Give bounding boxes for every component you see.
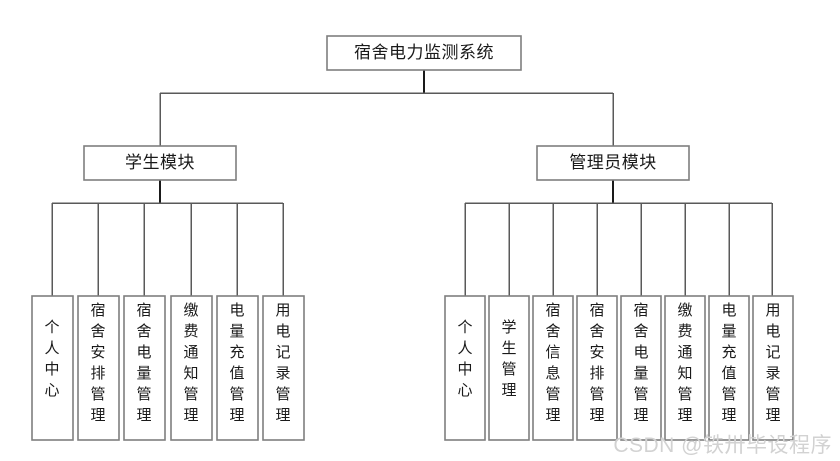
leaf-student-dorm-power[interactable]: 宿舍电量管理 — [123, 295, 166, 441]
node-root-box — [326, 35, 522, 71]
connector-group-student — [51, 180, 284, 296]
leaf-box — [444, 295, 486, 441]
leaf-label: 宿舍安排管理 — [589, 302, 604, 424]
node-root-label: 宿舍电力监测系统 — [354, 43, 494, 62]
connector-group-admin — [464, 180, 773, 296]
leaf-label: 用电记录管理 — [275, 303, 290, 424]
leaf-group-admin: 个人中心 学生管理 宿舍信息管理 宿舍安排管理 宿舍电量管理 缴费通知管理 — [444, 295, 794, 441]
leaf-box — [123, 295, 166, 441]
leaf-group-student: 个人中心 宿舍安排管理 宿舍电量管理 缴费通知管理 电量充值管理 用电记录管理 — [31, 295, 305, 441]
csdn-watermark: CSDN @铁卅毕设程序 — [613, 434, 832, 457]
node-admin-module-box — [536, 145, 690, 181]
leaf-student-personal-center[interactable]: 个人中心 — [31, 295, 74, 441]
leaf-admin-power-record[interactable]: 用电记录管理 — [752, 295, 794, 441]
leaf-label: 用电记录管理 — [765, 303, 780, 424]
leaf-box — [620, 295, 662, 441]
node-admin-module[interactable]: 管理员模块 — [536, 145, 690, 181]
leaf-label: 个人中心 — [44, 319, 59, 399]
leaf-label: 宿舍安排管理 — [90, 302, 105, 424]
node-student-module-label: 学生模块 — [125, 153, 195, 172]
leaf-label: 宿舍电量管理 — [633, 302, 648, 424]
leaf-box — [664, 295, 706, 441]
leaf-label: 电量充值管理 — [721, 302, 736, 424]
leaf-box — [31, 295, 74, 441]
leaf-admin-personal-center[interactable]: 个人中心 — [444, 295, 486, 441]
node-student-module-box — [83, 145, 237, 181]
leaf-box — [708, 295, 750, 441]
leaf-admin-dorm-power[interactable]: 宿舍电量管理 — [620, 295, 662, 441]
leaf-box — [532, 295, 574, 441]
leaf-box — [77, 295, 120, 441]
leaf-admin-power-recharge[interactable]: 电量充值管理 — [708, 295, 750, 441]
leaf-label: 学生管理 — [501, 319, 516, 399]
node-student-module[interactable]: 学生模块 — [83, 145, 237, 181]
leaf-student-dorm-arrange[interactable]: 宿舍安排管理 — [77, 295, 120, 441]
leaf-admin-dorm-info[interactable]: 宿舍信息管理 — [532, 295, 574, 441]
leaf-label: 电量充值管理 — [229, 302, 244, 424]
node-root[interactable]: 宿舍电力监测系统 — [326, 35, 522, 71]
leaf-label: 宿舍电量管理 — [136, 302, 151, 424]
leaf-box — [752, 295, 794, 441]
leaf-box — [170, 295, 213, 441]
leaf-student-power-record[interactable]: 用电记录管理 — [262, 295, 305, 441]
leaf-label: 缴费通知管理 — [677, 302, 692, 424]
leaf-label: 缴费通知管理 — [183, 302, 198, 424]
leaf-student-payment-notice[interactable]: 缴费通知管理 — [170, 295, 213, 441]
leaf-box — [216, 295, 259, 441]
connector-group-root — [159, 70, 614, 146]
leaf-box — [262, 295, 305, 441]
leaf-label: 宿舍信息管理 — [545, 302, 560, 424]
leaf-box — [488, 295, 530, 441]
leaf-admin-payment-notice[interactable]: 缴费通知管理 — [664, 295, 706, 441]
leaf-box — [576, 295, 618, 441]
leaf-label: 个人中心 — [457, 319, 472, 399]
leaf-admin-dorm-arrange[interactable]: 宿舍安排管理 — [576, 295, 618, 441]
leaf-student-power-recharge[interactable]: 电量充值管理 — [216, 295, 259, 441]
node-admin-module-label: 管理员模块 — [569, 153, 657, 172]
leaf-admin-student-manage[interactable]: 学生管理 — [488, 295, 530, 441]
